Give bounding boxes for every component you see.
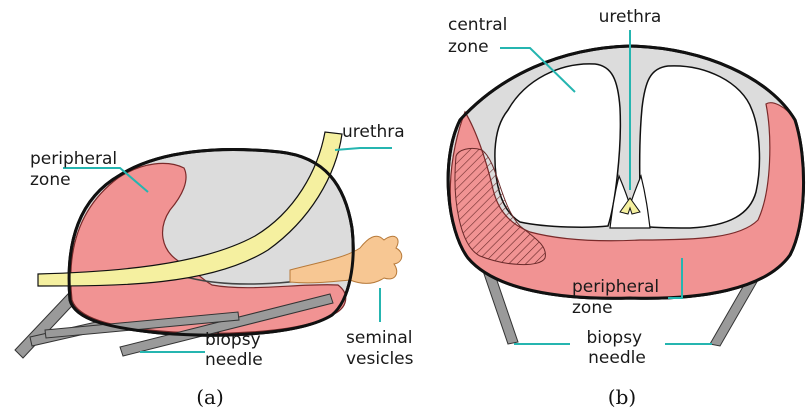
label-urethra-b: urethra [599,7,662,27]
panel-b-transverse-view: central zone urethra peripheral zone bio… [448,7,804,409]
label-urethra-a: urethra [342,122,405,142]
caption-b: (b) [608,385,636,409]
label-biopsy-needle-b: biopsy needle [586,328,647,368]
label-central-zone-b: central zone [448,15,513,57]
panel-a-sagittal-view: peripheral zone urethra biopsy needle se… [15,122,418,409]
label-biopsy-needle-a: biopsy needle [205,330,266,370]
caption-a: (a) [196,385,224,409]
label-seminal-vesicles-a: seminal vesicles [346,328,418,369]
leader-urethra-a [335,148,392,150]
